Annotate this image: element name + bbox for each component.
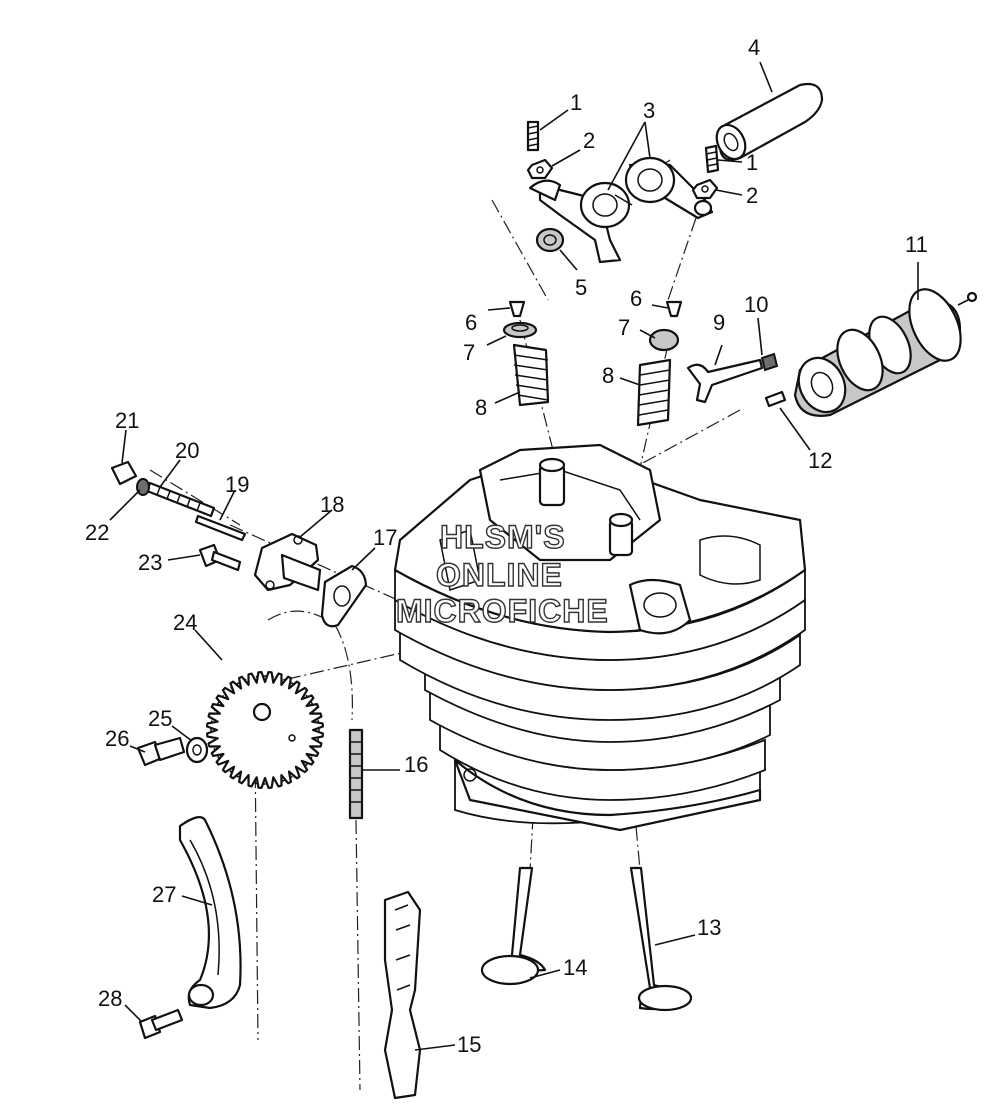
valve-spring-left (512, 343, 550, 407)
tensioner-plunger (194, 514, 247, 542)
adjuster-screw-right (704, 144, 720, 174)
valve-retainer-right (648, 328, 680, 352)
callout-2-right: 2 (746, 183, 758, 208)
tensioner-cap-washer (136, 478, 150, 496)
callout-8-right: 8 (602, 363, 614, 388)
sprocket-timing-hole (288, 734, 296, 742)
rocker-arm-right (614, 156, 714, 220)
decompression-spring (760, 352, 779, 372)
callout-1-right: 1 (746, 150, 758, 175)
callout-25: 25 (148, 706, 172, 731)
cylinder-head (393, 443, 807, 832)
adjuster-screw-left (526, 120, 540, 152)
callout-18: 18 (320, 492, 344, 517)
valve-retainer-left (502, 321, 538, 339)
tensioner-blade (178, 816, 242, 1010)
chain-guide (383, 890, 422, 1100)
callout-9: 9 (713, 310, 725, 335)
callout-10: 10 (744, 292, 768, 317)
camshaft (793, 288, 978, 417)
sprocket-bolt (136, 736, 186, 767)
callout-15: 15 (457, 1032, 481, 1057)
sprocket-washer (185, 736, 209, 764)
valve-keeper-left (508, 300, 526, 318)
rocker-bushing (535, 227, 565, 253)
callout-21: 21 (115, 408, 139, 433)
callout-8-left: 8 (475, 395, 487, 420)
callout-16: 16 (404, 752, 428, 777)
watermark-line-2: ONLINE (436, 557, 563, 593)
callout-5: 5 (575, 275, 587, 300)
sprocket-teeth-outline (206, 671, 324, 789)
rocker-shaft (715, 82, 824, 161)
callout-26: 26 (105, 726, 129, 751)
sprocket-teeth (206, 671, 324, 789)
callout-6-left: 6 (465, 310, 477, 335)
callout-23: 23 (138, 550, 162, 575)
callout-28: 28 (98, 986, 122, 1011)
valve-spring-right (636, 358, 672, 427)
callout-19: 19 (225, 472, 249, 497)
cam-chain (348, 728, 364, 820)
callout-27: 27 (152, 882, 176, 907)
callout-7-left: 7 (463, 340, 475, 365)
lock-nut-left (526, 158, 554, 180)
callout-4: 4 (748, 35, 760, 60)
callout-labels: 1 1 2 2 3 4 5 6 6 7 7 8 8 9 10 11 12 13 … (85, 35, 928, 1057)
valve-keeper-right (665, 300, 683, 318)
tensioner-mount-bolt (198, 543, 242, 572)
callout-12: 12 (808, 448, 832, 473)
callout-2-left: 2 (583, 128, 595, 153)
callout-3: 3 (643, 98, 655, 123)
exhaust-valve (629, 866, 693, 1012)
watermark: HLSM'S ONLINE MICROFICHE (395, 518, 609, 629)
callout-1-left: 1 (570, 90, 582, 115)
intake-valve (480, 866, 547, 986)
callout-7-right: 7 (618, 315, 630, 340)
sprocket-hub (252, 702, 272, 722)
decompression-pin (764, 390, 787, 408)
callout-20: 20 (175, 438, 199, 463)
tensioner-cap-bolt (110, 460, 138, 486)
rocker-arm-left (528, 179, 631, 264)
tensioner-gasket (320, 564, 368, 628)
callout-leaders (109, 61, 919, 1051)
watermark-line-3: MICROFICHE (396, 593, 609, 629)
callout-11: 11 (905, 232, 928, 257)
decompression-lever (686, 358, 764, 404)
callout-14: 14 (563, 955, 587, 980)
tensioner-body (253, 532, 322, 592)
callout-6-right: 6 (630, 286, 642, 311)
pivot-bolt (138, 1008, 184, 1040)
callout-13: 13 (697, 915, 721, 940)
callout-24: 24 (173, 610, 197, 635)
lock-nut-right (691, 178, 719, 200)
callout-22: 22 (85, 520, 109, 545)
callout-17: 17 (373, 525, 397, 550)
watermark-line-1: HLSM'S (440, 519, 566, 555)
